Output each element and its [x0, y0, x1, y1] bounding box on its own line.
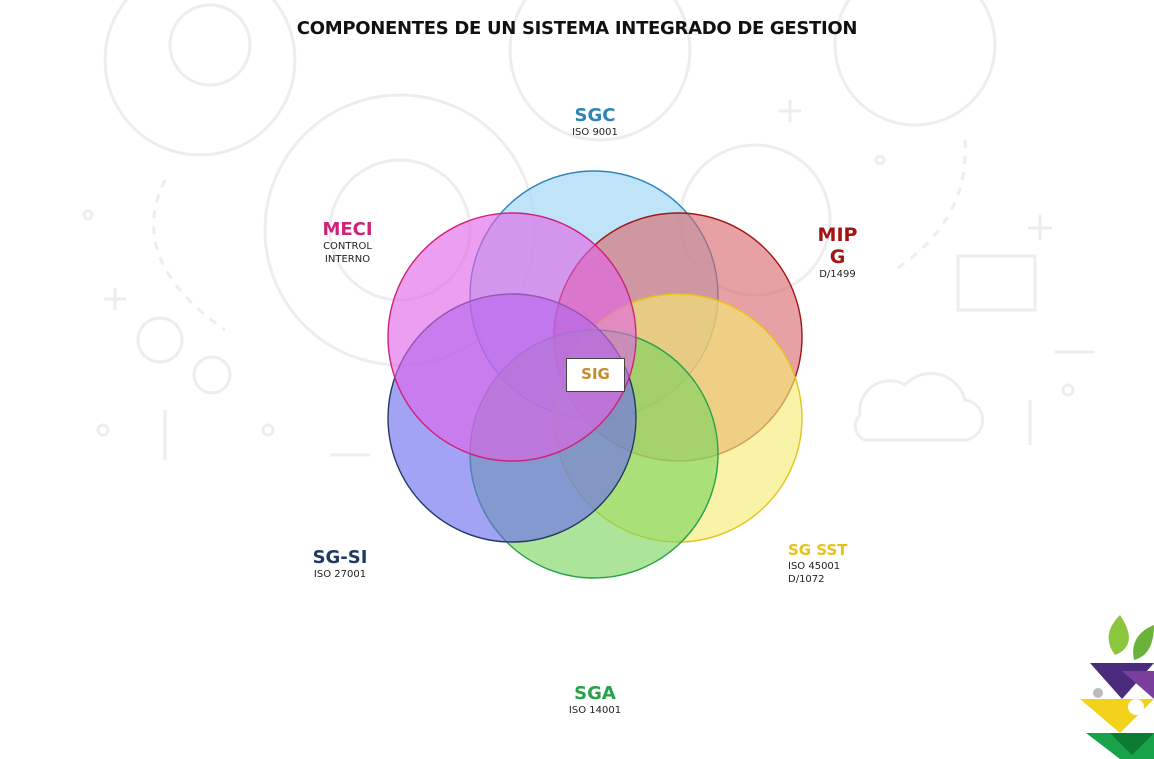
- meci-circle: [387, 212, 637, 462]
- gear-icon: [508, 0, 692, 142]
- sgc-name: SGC: [574, 105, 616, 126]
- sgsst-name: SG SST: [788, 541, 848, 559]
- page-title: COMPONENTES DE UN SISTEMA INTEGRADO DE G…: [296, 18, 858, 39]
- sgsst-label: SG SST ISO 45001 D/1072: [788, 540, 883, 586]
- sig-center-box: SIG: [566, 358, 625, 392]
- sgc-standard: ISO 9001: [572, 127, 618, 138]
- sgc-label: SGC ISO 9001: [545, 106, 645, 139]
- meci-sub-line-1: CONTROL: [323, 241, 372, 252]
- cloud-icon: [853, 371, 985, 442]
- meci-label: MECI CONTROL INTERNO: [300, 220, 395, 266]
- sgsst-decree: D/1072: [788, 574, 825, 585]
- rectangle-icon: [956, 254, 1037, 312]
- sga-label: SGA ISO 14001: [545, 684, 645, 717]
- gear-icon: [833, 0, 997, 127]
- sgsi-name: SG-SI: [312, 547, 368, 568]
- sga-standard: ISO 14001: [568, 705, 622, 716]
- gear-icon: [136, 316, 184, 364]
- sgsi-label: SG-SI ISO 27001: [295, 548, 385, 581]
- sgsst-standard: ISO 45001: [788, 561, 841, 572]
- meci-sub-line-2: INTERNO: [324, 254, 371, 265]
- mipg-decree: D/1499: [819, 269, 856, 280]
- meci-name: MECI: [322, 219, 373, 240]
- sga-name: SGA: [574, 683, 616, 704]
- mipg-label: MIP G D/1499: [790, 224, 885, 281]
- gear-icon: [103, 0, 297, 157]
- mipg-name: MIP G: [817, 224, 858, 268]
- brand-logo: [1080, 615, 1154, 759]
- person-icon: [168, 3, 252, 87]
- gear-icon: [192, 355, 232, 395]
- sgsi-standard: ISO 27001: [313, 569, 367, 580]
